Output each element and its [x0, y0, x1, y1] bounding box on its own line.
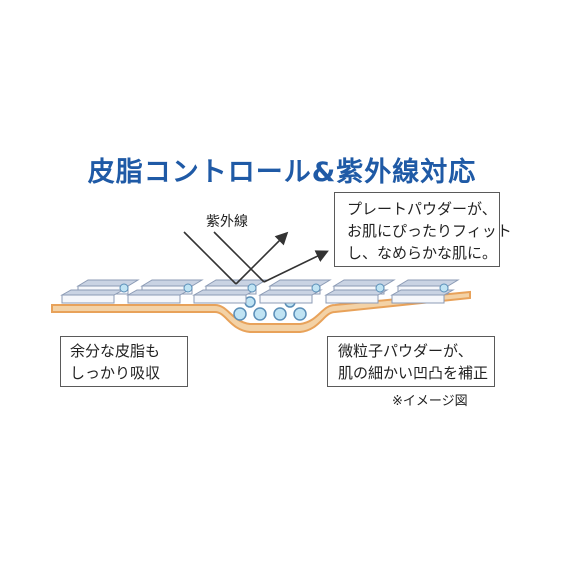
particle	[233, 307, 247, 321]
plate-joint-particles	[119, 283, 449, 293]
callout-sebum: 余分な皮脂も しっかり吸収	[60, 336, 188, 387]
callout-line: し、なめらかな肌に。	[347, 244, 498, 262]
particle	[311, 283, 321, 293]
plate	[324, 289, 389, 304]
uv-ray-reflected	[263, 250, 329, 283]
uv-ray-incoming	[213, 231, 265, 283]
uv-ray-arrows	[183, 231, 329, 285]
callout-line: 余分な皮脂も	[70, 342, 161, 360]
plate	[258, 289, 323, 304]
particle	[253, 307, 267, 321]
callout-micro-powder: 微粒子パウダーが、 肌の細かい凹凸を補正	[327, 336, 495, 387]
particle	[293, 307, 307, 321]
callout-plate-powder: プレートパウダーが、 お肌にぴったりフィット し、なめらかな肌に。	[334, 192, 512, 267]
plate	[126, 289, 191, 304]
callout-line: しっかり吸収	[70, 364, 161, 382]
particle	[375, 283, 385, 293]
plate	[60, 289, 125, 304]
image-note: ※イメージ図	[392, 394, 468, 409]
callout-line: お肌にぴったりフィット	[347, 222, 512, 240]
particle	[247, 283, 257, 293]
particle	[439, 283, 449, 293]
plate	[390, 289, 455, 304]
uv-ray-reflected	[235, 231, 289, 285]
plate	[192, 289, 257, 304]
particle	[183, 283, 193, 293]
diagram-title: 皮脂コントロール&紫外線対応	[87, 157, 477, 188]
plate-powder-row-front	[60, 289, 455, 304]
particle	[119, 283, 129, 293]
uv-label: 紫外線	[206, 214, 248, 230]
particle	[273, 307, 287, 321]
callout-line: プレートパウダーが、	[347, 200, 497, 218]
uv-ray-incoming	[183, 231, 237, 285]
callout-line: 肌の細かい凹凸を補正	[338, 364, 489, 382]
callout-line: 微粒子パウダーが、	[338, 342, 473, 360]
